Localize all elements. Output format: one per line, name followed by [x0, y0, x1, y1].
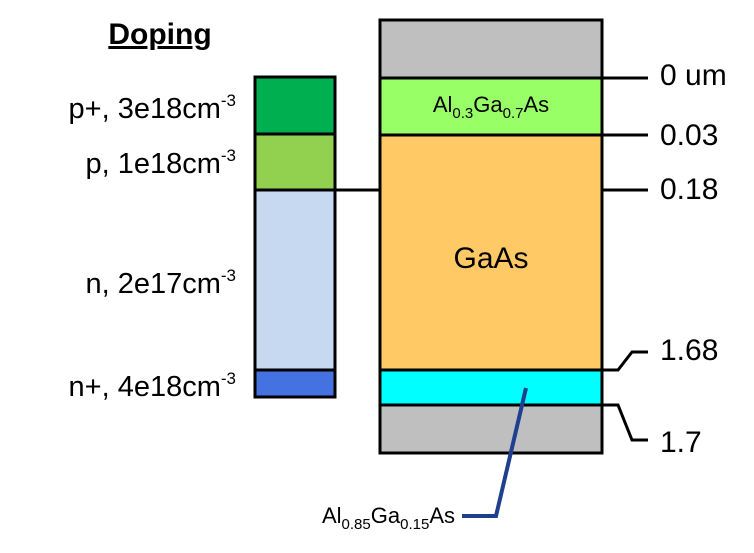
doping-bar-n [253, 188, 337, 372]
substrate-layer [378, 403, 604, 455]
doping-label-n: n, 2e17cm-3 [85, 266, 236, 300]
doping-bar-p [253, 132, 337, 192]
bsf-callout-line [462, 387, 528, 518]
tick-mark-4 [602, 403, 648, 442]
tick-mark-3 [602, 350, 648, 372]
tick-label-4: 1.7 [660, 426, 702, 459]
tick-label-3: 1.68 [660, 334, 718, 367]
doping-title: Doping [108, 18, 211, 51]
absorber-layer [378, 133, 604, 372]
doping-column [253, 75, 337, 399]
doping-bar-p-plus [253, 75, 337, 136]
doping-label-n-plus: n+, 4e18cm-3 [69, 369, 236, 403]
doping-label-p: p, 1e18cm-3 [85, 146, 236, 180]
bsf-layer [378, 368, 604, 407]
doping-labels: p+, 3e18cm-3 p, 1e18cm-3 n, 2e17cm-3 n+,… [69, 91, 236, 403]
doping-bar-n-plus [253, 368, 337, 399]
depth-ticks: 0 um 0.03 0.18 1.68 1.7 [602, 59, 727, 459]
tick-label-1: 0.03 [660, 119, 718, 152]
layer-stack [378, 18, 604, 455]
doping-label-p-plus: p+, 3e18cm-3 [69, 91, 236, 125]
bsf-layer-label: Al0.85Ga0.15As [322, 503, 455, 533]
window-layer-label: Al0.3Ga0.7As [433, 92, 549, 122]
top-cap-layer [378, 18, 604, 80]
tick-label-2: 0.18 [660, 173, 718, 206]
absorber-layer-label: GaAs [453, 242, 528, 275]
tick-label-0: 0 um [660, 59, 727, 92]
